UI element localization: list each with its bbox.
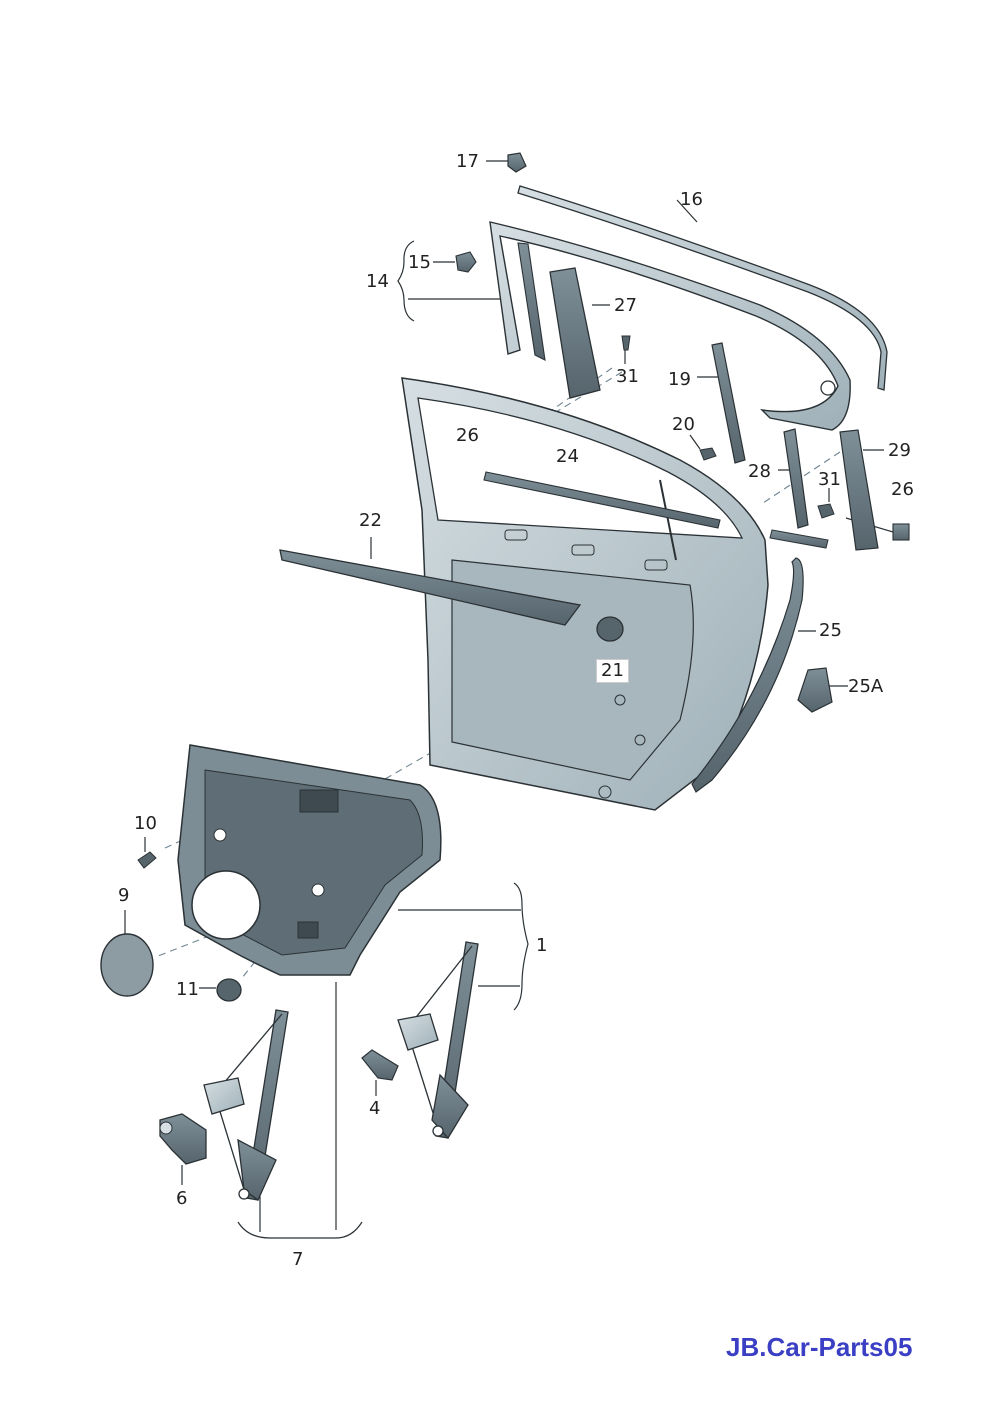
part-17-clip — [507, 152, 527, 173]
module-handle-recess — [299, 789, 339, 813]
label-1: 1 — [536, 935, 548, 956]
part-20-screw — [699, 447, 717, 461]
label-9: 9 — [118, 885, 130, 906]
part-24-strip — [483, 471, 721, 529]
label-28: 28 — [748, 461, 771, 482]
label-31b: 31 — [818, 469, 841, 490]
part-9-cover-cap — [100, 933, 154, 997]
part-7-window-regulator — [203, 1009, 289, 1201]
frame-hole — [820, 380, 836, 396]
part-22-window-strip — [279, 549, 582, 626]
part-26b-clip — [892, 523, 910, 541]
door-panel-holes — [504, 529, 668, 799]
part-1-window-regulator — [397, 941, 479, 1140]
label-31a: 31 — [616, 366, 639, 387]
label-15: 15 — [408, 252, 431, 273]
label-25: 25 — [819, 620, 842, 641]
label-26b: 26 — [891, 479, 914, 500]
label-6: 6 — [176, 1188, 188, 1209]
door-pillar — [659, 479, 677, 561]
label-11: 11 — [176, 979, 199, 1000]
module-cutout — [297, 921, 319, 939]
door-inner-panel — [451, 559, 694, 781]
motor-gear — [159, 1121, 173, 1135]
label-14: 14 — [366, 271, 389, 292]
part-16-seal-strip — [517, 185, 888, 391]
speaker-opening — [191, 870, 261, 940]
part-28-seal — [783, 428, 809, 529]
label-21: 21 — [596, 659, 629, 683]
module-hole — [311, 883, 325, 897]
part-10-bolt — [137, 851, 157, 869]
part-11-grommet — [216, 978, 242, 1002]
label-26a: 26 — [456, 425, 479, 446]
label-16: 16 — [680, 189, 703, 210]
part-29-trim — [839, 429, 879, 551]
part-19-guide — [711, 342, 746, 464]
label-24: 24 — [556, 446, 579, 467]
part-25a-clip — [797, 667, 833, 713]
label-19: 19 — [668, 369, 691, 390]
label-20: 20 — [672, 414, 695, 435]
label-22: 22 — [359, 510, 382, 531]
part-15-clip — [455, 251, 477, 273]
door-window-opening — [417, 397, 744, 539]
part-31-screw — [621, 335, 631, 351]
part-4-motor-link — [361, 1049, 399, 1081]
watermark-text: JB.Car-Parts05 — [726, 1332, 913, 1362]
label-10: 10 — [134, 813, 157, 834]
module-hole-2 — [213, 828, 227, 842]
part-14-window-frame — [489, 221, 851, 431]
part-25-seal — [691, 557, 804, 793]
part-31b-screw — [817, 503, 835, 519]
part-21-plug — [596, 616, 624, 642]
label-4: 4 — [369, 1098, 381, 1119]
part-24-strip-end — [769, 529, 829, 549]
label-29: 29 — [888, 440, 911, 461]
part-14-frame-rail — [517, 242, 546, 361]
label-17: 17 — [456, 151, 479, 172]
part-27-trim — [549, 267, 601, 399]
label-25a: 25A — [848, 676, 884, 697]
label-7: 7 — [292, 1249, 304, 1270]
label-27: 27 — [614, 295, 637, 316]
part-6-motor — [159, 1113, 207, 1165]
